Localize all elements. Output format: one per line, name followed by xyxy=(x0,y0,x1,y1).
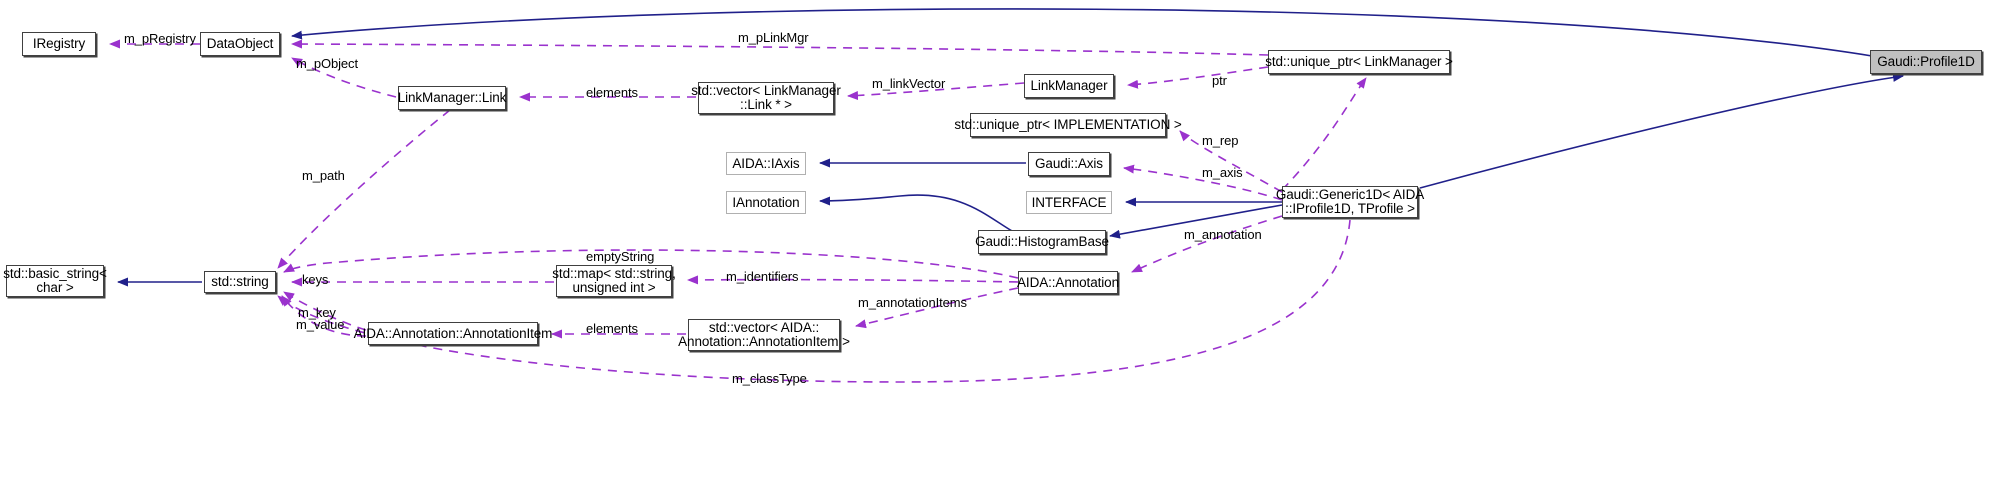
edge-label-m-identifiers: m_identifiers xyxy=(726,269,799,284)
edge-label-elements-link: elements xyxy=(586,85,638,100)
node-aida-annotation[interactable]: AIDA::Annotation xyxy=(1017,271,1119,294)
edge-label-m-path: m_path xyxy=(302,168,345,183)
node-interface[interactable]: INTERFACE xyxy=(1026,191,1112,214)
edge-m-path xyxy=(277,109,451,269)
node-std-map-string-uint[interactable]: std::map< std::string, unsigned int > xyxy=(552,265,676,297)
node-gaudi-generic1d[interactable]: Gaudi::Generic1D< AIDA ::IProfile1D, TPr… xyxy=(1275,186,1425,218)
edge-label-m-axis: m_axis xyxy=(1202,165,1243,180)
edge-label-m-annotationitems: m_annotationItems xyxy=(858,295,967,310)
edge-ptr-uniqueptrlm xyxy=(1281,77,1367,191)
node-aida-iaxis[interactable]: AIDA::IAxis xyxy=(726,152,806,175)
edge-m-axis xyxy=(1123,164,1283,201)
node-annotation-item[interactable]: AIDA::Annotation::AnnotationItem xyxy=(354,322,552,345)
edge-label-keys: keys xyxy=(302,272,329,287)
node-vector-annotation-item[interactable]: std::vector< AIDA:: Annotation::Annotati… xyxy=(678,319,850,351)
edge-generic1d-to-profile1d xyxy=(1419,72,1904,189)
edge-ptr-linkmanager xyxy=(1127,66,1269,89)
edge-histbase-to-generic1d xyxy=(1109,204,1283,239)
edge-profile1d-to-dataobject xyxy=(291,8,1873,57)
edge-histbase-to-annotation xyxy=(819,194,1013,232)
node-gaudi-axis[interactable]: Gaudi::Axis xyxy=(1028,152,1110,176)
node-std-basic-string[interactable]: std::basic_string< char > xyxy=(3,265,107,297)
edge-label-m-rep: m_rep xyxy=(1202,133,1239,148)
edge-m-pobject xyxy=(291,57,397,98)
edge-m-identifiers xyxy=(687,275,1019,285)
edge-label-m-plinkmgr: m_pLinkMgr xyxy=(738,30,809,45)
edge-m-rep xyxy=(1179,130,1283,193)
edge-m-annotationitems xyxy=(855,287,1019,329)
node-gaudi-profile1d[interactable]: Gaudi::Profile1D xyxy=(1870,50,1982,74)
edge-label-m-pobject: m_pObject xyxy=(296,56,358,71)
edge-label-m-annotation: m_annotation xyxy=(1184,227,1262,242)
edge-label-emptystring: emptyString xyxy=(586,249,655,264)
node-iregistry[interactable]: IRegistry xyxy=(22,32,96,56)
node-vector-linkmanager-link[interactable]: std::vector< LinkManager ::Link * > xyxy=(691,82,841,114)
edge-label-m-key: m_key xyxy=(298,305,336,320)
node-dataobject[interactable]: DataObject xyxy=(200,32,280,56)
node-linkmanager-link[interactable]: LinkManager::Link xyxy=(398,86,506,110)
edge-label-m-linkvector: m_linkVector xyxy=(872,76,946,91)
edge-label-m-classtype: m_classType xyxy=(732,371,807,386)
edge-label-m-value: m_value xyxy=(296,317,345,332)
edge-label-m-pregistry: m_pRegistry xyxy=(124,31,196,46)
edge-label-elements-item: elements xyxy=(586,321,638,336)
node-unique-ptr-linkmanager[interactable]: std::unique_ptr< LinkManager > xyxy=(1265,50,1453,74)
node-iannotation[interactable]: IAnnotation xyxy=(726,191,806,214)
node-std-string[interactable]: std::string xyxy=(204,271,276,293)
inheritance-edges xyxy=(117,8,1904,287)
edge-m-classtype xyxy=(277,219,1351,383)
edge-label-ptr: ptr xyxy=(1212,73,1227,88)
edge-m-linkvector xyxy=(847,82,1025,101)
edge-m-plinkmgr xyxy=(291,39,1269,56)
node-gaudi-histogrambase[interactable]: Gaudi::HistogramBase xyxy=(975,230,1109,254)
edge-m-annotation xyxy=(1131,215,1283,273)
node-linkmanager[interactable]: LinkManager xyxy=(1024,74,1114,98)
edge-emptystring xyxy=(283,249,1019,279)
node-unique-ptr-implementation[interactable]: std::unique_ptr< IMPLEMENTATION > xyxy=(954,113,1182,137)
